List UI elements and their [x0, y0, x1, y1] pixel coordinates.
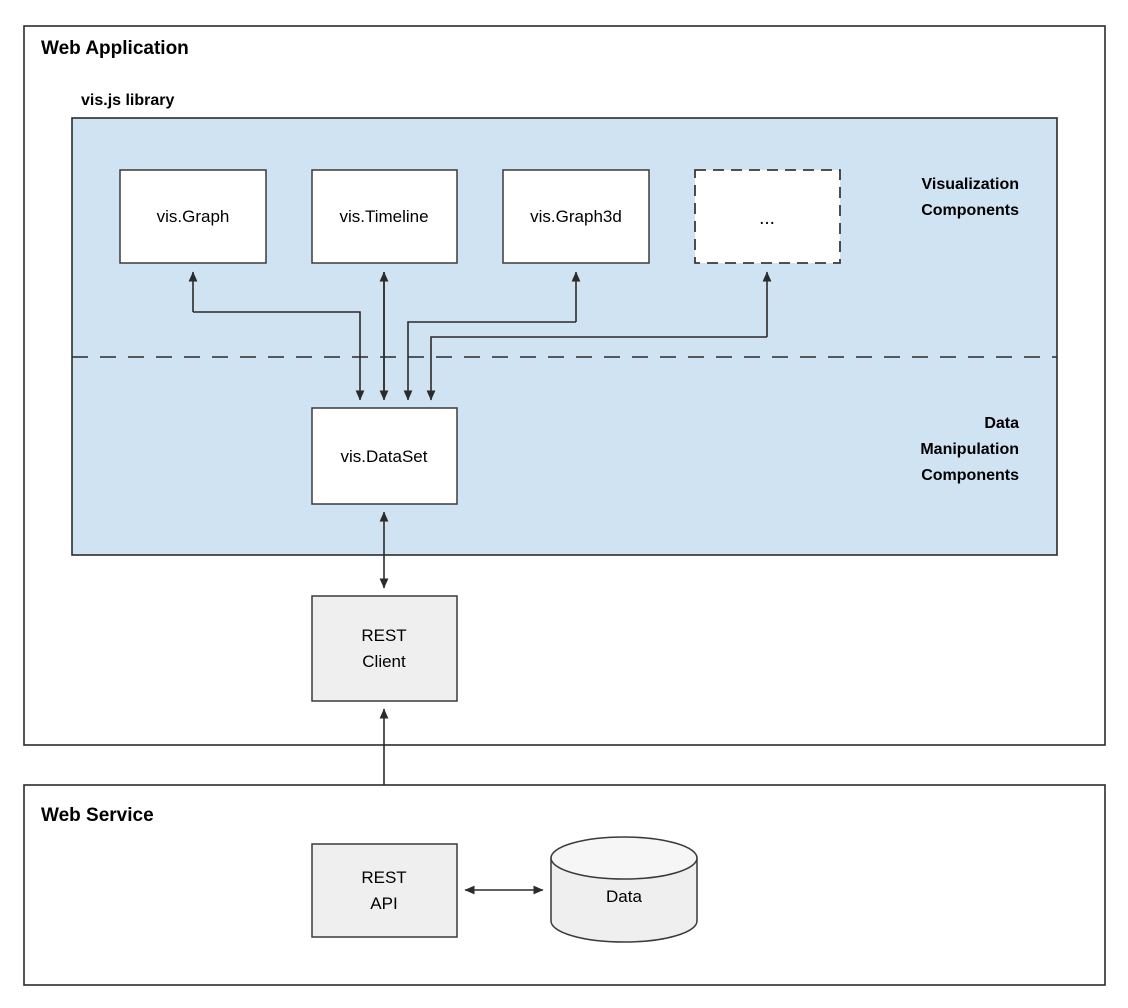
node-vis-graph3d[interactable] — [502, 169, 650, 264]
panel-title-web-application: Web Application — [41, 38, 189, 59]
node-label-vis-graph3d: vis.Graph3d — [530, 207, 622, 226]
panel-title-web-service: Web Service — [41, 805, 154, 826]
group-label-data-manipulation-line2: Manipulation — [920, 441, 1019, 458]
node-vis-more[interactable] — [694, 169, 841, 264]
node-label-rest-client-line1: REST — [361, 626, 406, 645]
edge-vis-more-to-dataset-down — [426, 336, 767, 401]
node-label-vis-more: ... — [759, 208, 775, 229]
node-rest-api[interactable] — [311, 843, 458, 938]
node-label-vis-timeline: vis.Timeline — [339, 207, 428, 226]
group-label-data-manipulation-line1: Data — [984, 415, 1019, 432]
node-vis-graph[interactable] — [119, 169, 267, 264]
node-vis-dataset[interactable] — [311, 407, 458, 505]
node-label-vis-graph: vis.Graph — [157, 207, 230, 226]
node-label-data-store: Data — [606, 887, 642, 906]
node-label-vis-dataset: vis.DataSet — [341, 447, 428, 466]
group-label-data-manipulation-line3: Components — [921, 467, 1019, 484]
node-label-rest-api-line1: REST — [361, 868, 406, 887]
node-label-rest-api-line2: API — [370, 894, 397, 913]
node-vis-timeline[interactable] — [311, 169, 458, 264]
edge-vis-graph-to-dataset-down — [193, 311, 365, 401]
node-rest-client[interactable] — [311, 595, 458, 702]
edge-vis-graph3d-to-dataset-down — [403, 321, 576, 401]
node-label-rest-client-line2: Client — [362, 652, 406, 671]
node-data-store[interactable] — [550, 836, 698, 943]
group-label-visualization-line1: Visualization — [921, 176, 1019, 193]
group-label-visualization-line2: Components — [921, 202, 1019, 219]
section-title-visjs-library: vis.js library — [81, 92, 174, 109]
